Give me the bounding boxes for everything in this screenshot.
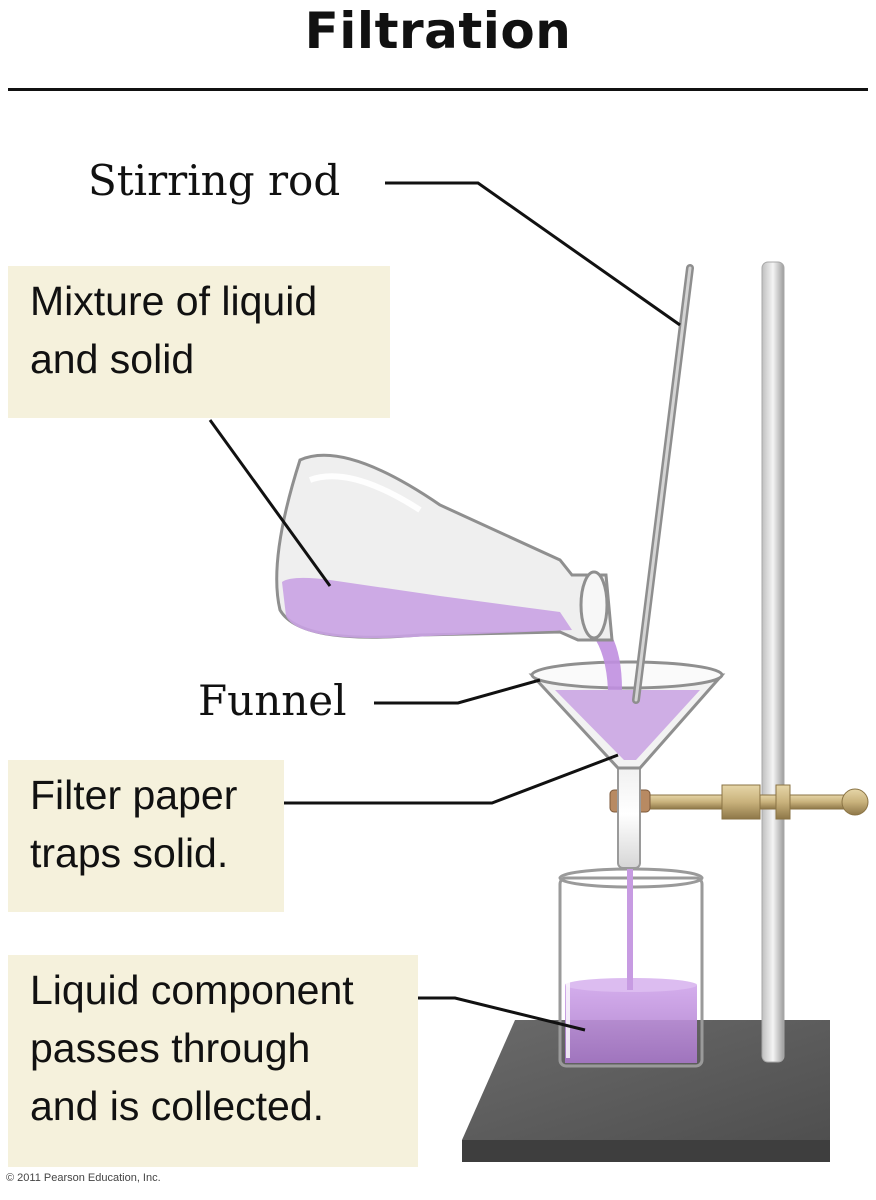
leader-stirring-rod <box>385 181 681 327</box>
label-stirring-rod: Stirring rod <box>88 156 341 205</box>
label-box-filter-paper: Filter paper traps solid. <box>8 760 284 912</box>
label-box-liquid-component: Liquid component passes through and is c… <box>8 955 418 1167</box>
clamp <box>609 784 869 820</box>
filtrate-stream <box>627 830 633 990</box>
leader-lines <box>208 181 681 1032</box>
label-filter-paper-line-2: traps solid. <box>30 830 229 876</box>
label-funnel: Funnel <box>198 676 347 725</box>
leader-funnel <box>374 678 541 705</box>
title-divider <box>8 88 868 91</box>
label-liquid-line-1: Liquid component <box>30 967 354 1013</box>
funnel-stem <box>617 759 641 869</box>
beaker <box>558 867 704 1068</box>
label-box-mixture: Mixture of liquid and solid <box>8 266 390 418</box>
label-mixture-line-2: and solid <box>30 336 195 382</box>
copyright-notice: © 2011 Pearson Education, Inc. <box>6 1172 161 1184</box>
label-filter-paper-line-1: Filter paper <box>30 772 238 818</box>
funnel <box>528 660 726 770</box>
leader-liquid <box>418 996 586 1032</box>
ring-stand-rod <box>761 261 785 1063</box>
label-liquid-line-2: passes through <box>30 1025 311 1071</box>
ring-stand-base <box>462 1020 830 1162</box>
label-mixture-line-1: Mixture of liquid <box>30 278 318 324</box>
label-liquid-line-3: and is collected. <box>30 1083 325 1129</box>
leader-filter-paper <box>272 753 619 805</box>
leader-mixture <box>208 419 332 587</box>
erlenmeyer-flask <box>275 453 614 642</box>
diagram-title: Filtration <box>304 2 572 60</box>
